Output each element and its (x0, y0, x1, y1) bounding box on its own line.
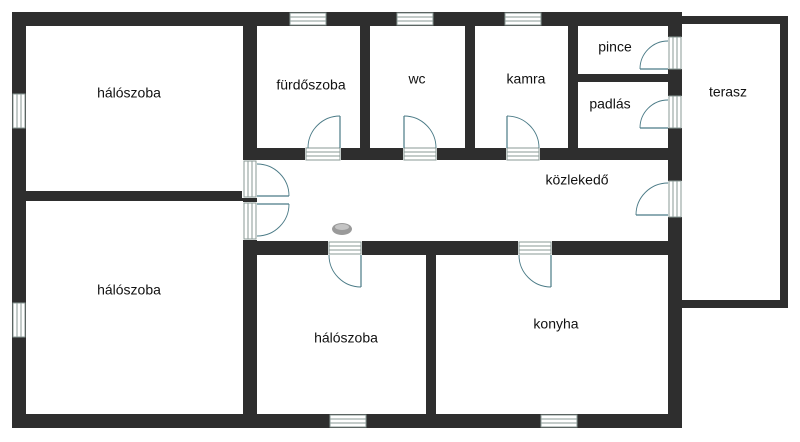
door-frames (243, 36, 682, 255)
window-kitchen (540, 414, 578, 428)
wall-bedroom-kitchen (426, 255, 436, 414)
door-wc (403, 115, 437, 149)
room-label-hallway: közlekedő (545, 172, 608, 188)
room-label-bedroom-top-left: hálószoba (97, 85, 161, 101)
wall-kamra-pince (568, 26, 578, 148)
room-label-pantry: kamra (507, 71, 546, 87)
window-bedroom-top-left (12, 93, 26, 129)
room-label-terrace: terasz (709, 84, 747, 100)
door-terrace (635, 182, 669, 216)
wall-bedrooms-divider (26, 191, 244, 201)
wall-wc-kamra (465, 26, 475, 148)
door-kitchen (518, 254, 552, 288)
walls (12, 12, 788, 428)
door-bathroom (307, 115, 341, 149)
door-swings (256, 40, 669, 288)
room-labels: hálószoba fürdőszoba wc kamra pince padl… (97, 39, 747, 346)
hallway-fixture-icon (332, 223, 352, 235)
terrace-wall-bottom (682, 300, 788, 308)
door-bedroom-bottom-left (256, 203, 290, 237)
room-label-attic: padlás (589, 96, 630, 112)
window-bedroom-middle (329, 414, 367, 428)
room-label-cellar: pince (598, 39, 632, 55)
wall-hallway-top (257, 148, 668, 160)
window-bedroom-bottom-left (12, 302, 26, 338)
wall-top (12, 12, 682, 26)
windows (12, 12, 578, 428)
door-cellar (639, 40, 669, 70)
room-label-wc: wc (407, 71, 425, 87)
door-bedroom-middle (328, 254, 362, 288)
terrace-wall-right (780, 16, 788, 308)
door-pantry (506, 115, 540, 149)
room-label-bedroom-bottom-left: hálószoba (97, 282, 161, 298)
window-wc (396, 12, 434, 26)
room-label-bedroom-middle: hálószoba (314, 330, 378, 346)
door-bedroom-top-left (256, 163, 290, 197)
window-bathroom (289, 12, 327, 26)
wall-right (668, 12, 682, 428)
room-label-kitchen: konyha (533, 316, 578, 332)
wall-left (12, 12, 26, 428)
wall-pince-padlas (578, 74, 668, 82)
terrace-wall-top (682, 16, 788, 24)
wall-hallway-bottom (257, 241, 668, 255)
room-label-bathroom: fürdőszoba (276, 77, 345, 93)
wall-bath-wc (360, 26, 370, 148)
window-pantry (504, 12, 542, 26)
door-attic (639, 99, 669, 129)
